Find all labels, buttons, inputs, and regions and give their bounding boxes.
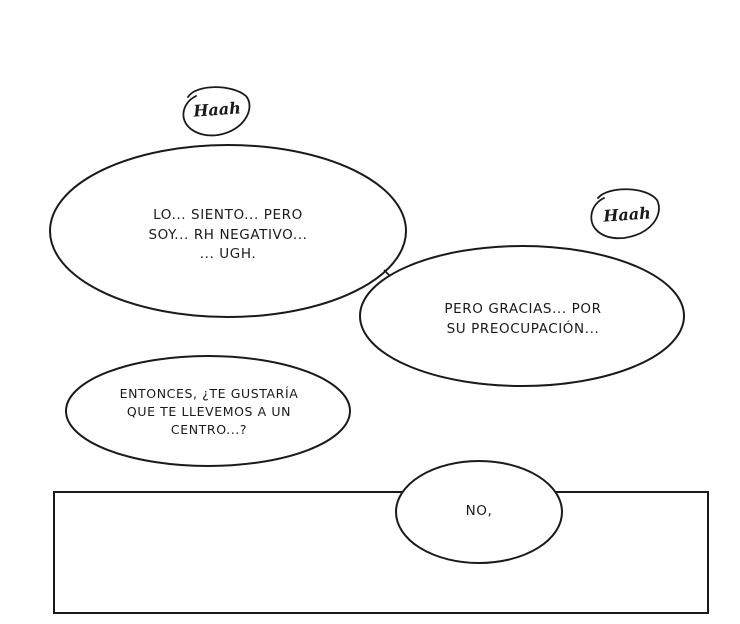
bubble-connector <box>383 269 391 277</box>
panel-frame <box>53 491 709 614</box>
bubble-text-no: NO, <box>465 503 493 519</box>
bubble-text-lo-siento: LO... SIENTO... PERO SOY... RH NEGATIVO.… <box>148 207 308 263</box>
speech-bubble-entonces <box>65 355 351 467</box>
bubble-text-gracias: PERO GRACIAS... POR SU PREOCUPACIÓN... <box>444 301 602 337</box>
speech-bubble-gracias <box>359 245 685 387</box>
speech-bubble-no <box>395 460 563 564</box>
sfx-circle-2 <box>590 188 660 240</box>
speech-bubble-lo-siento <box>49 144 407 318</box>
sfx-circle-1 <box>182 86 251 137</box>
sfx-haah-2: Haah <box>602 203 652 226</box>
bubble-text-entonces: ENTONCES, ¿TE GUSTARÍA QUE TE LLEVEMOS A… <box>119 386 299 437</box>
sfx-haah-1: Haah <box>192 98 242 121</box>
